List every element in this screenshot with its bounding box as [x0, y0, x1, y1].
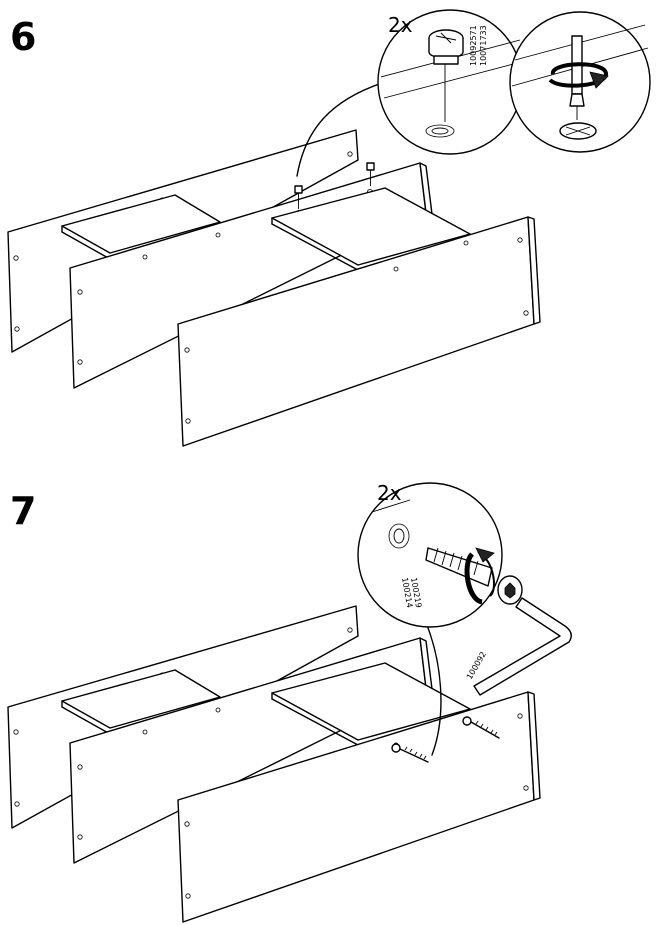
shelf-board-left [61, 194, 221, 260]
step-6-part-number-1: 10092571 [469, 25, 478, 66]
detail-circle-camlock: 2x 10092571 10071733 [377, 9, 523, 155]
front-panel [177, 216, 541, 447]
step-7-tool-number: 100092 [465, 650, 488, 681]
detail-leader-line [296, 81, 386, 177]
allen-key: 100092 [465, 597, 572, 696]
detail-circle-screwdriver [509, 11, 651, 153]
detail-circle-screw: 2x 100219 100214 [357, 481, 523, 628]
shelf-board-right [271, 662, 471, 746]
step-7-quantity: 2x [377, 481, 402, 505]
cam-lock-fittings [294, 162, 375, 209]
step-6-part-number-2: 10071733 [479, 25, 488, 66]
step-6-drawing: 2x 10092571 10071733 [7, 9, 651, 447]
step-6-quantity: 2x [388, 13, 413, 37]
detail-leader-line [427, 627, 442, 756]
step-6-number: 6 [10, 15, 37, 59]
step-7-number: 7 [10, 489, 37, 533]
screws [391, 716, 500, 763]
front-panel [177, 691, 541, 923]
shelf-board-left [61, 669, 221, 735]
step-7-drawing: 2x 100219 100214 100092 [7, 481, 572, 923]
